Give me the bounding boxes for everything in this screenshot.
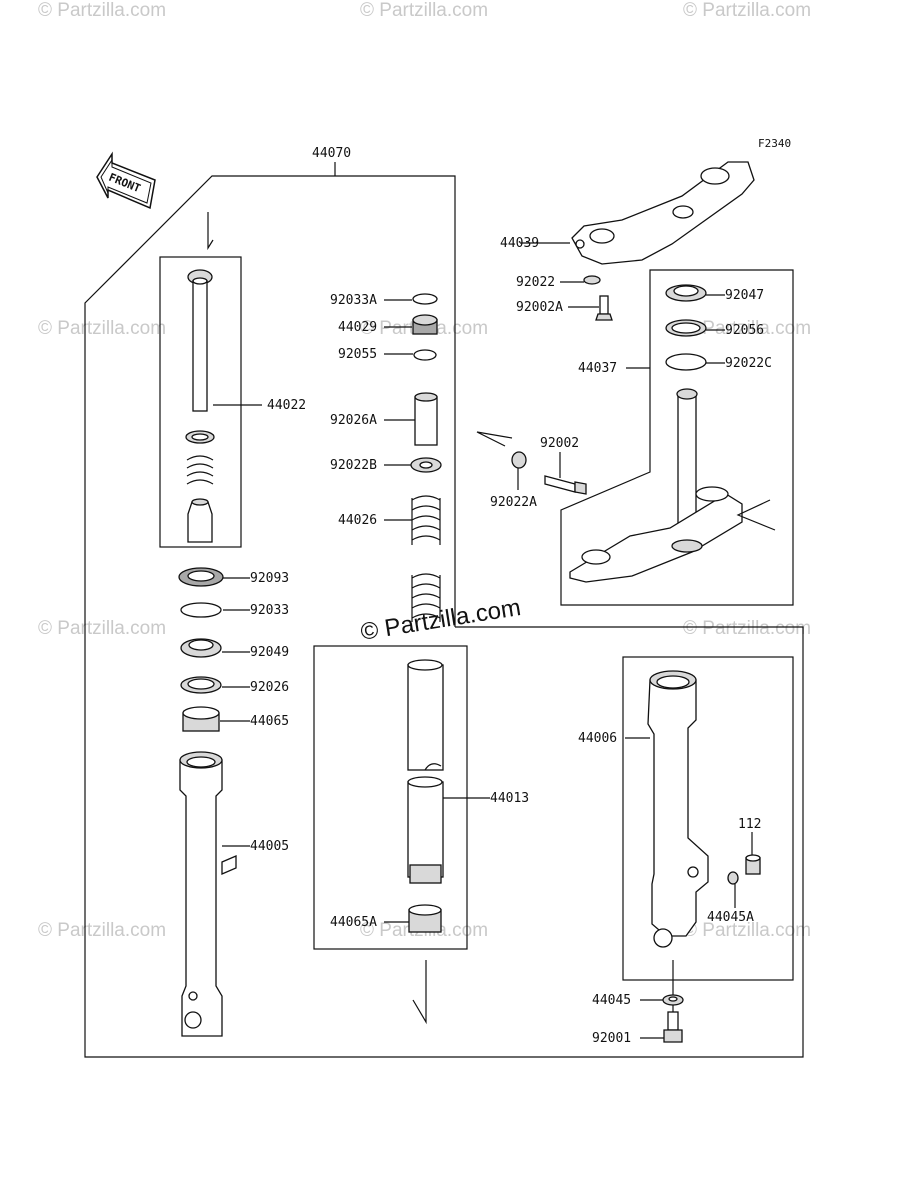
part-label-92001[interactable]: 92001	[592, 1031, 631, 1046]
part-label-92026A[interactable]: 92026A	[330, 413, 377, 428]
watermark: © Partzilla.com	[683, 318, 811, 339]
part-label-92033A[interactable]: 92033A	[330, 293, 377, 308]
part-label-44029[interactable]: 44029	[338, 320, 377, 335]
part-label-44037[interactable]: 44037	[578, 361, 617, 376]
watermark: © Partzilla.com	[38, 920, 166, 941]
left-seals: 92093 92033 92049 92026 44065	[178, 567, 289, 732]
part-label-44065A[interactable]: 44065A	[330, 915, 377, 930]
right-small-parts: 112 44045A	[707, 817, 761, 925]
right-outer-tube: 44006	[578, 670, 709, 948]
leader-line	[412, 960, 427, 1025]
part-label-92022[interactable]: 92022	[516, 275, 555, 290]
front-arrow-icon: FRONT	[96, 151, 156, 210]
stem-clamp-bolts: 92022A 92002	[476, 431, 587, 510]
watermark-center: © Partzilla.com	[359, 594, 523, 646]
watermark: © Partzilla.com	[38, 0, 166, 21]
inner-tube: 44013 44065A	[330, 659, 529, 933]
bottom-bolts: 44045 92001	[592, 960, 684, 1046]
damper-rod: 44022	[185, 269, 306, 543]
part-label-92022A[interactable]: 92022A	[490, 495, 537, 510]
watermark: © Partzilla.com	[38, 318, 166, 339]
part-label-92022B[interactable]: 92022B	[330, 458, 377, 473]
part-label-92002A[interactable]: 92002A	[516, 300, 563, 315]
watermark: © Partzilla.com	[683, 920, 811, 941]
part-label-92047[interactable]: 92047	[725, 288, 764, 303]
part-label-92002[interactable]: 92002	[540, 436, 579, 451]
watermark: © Partzilla.com	[38, 618, 166, 639]
part-label-112[interactable]: 112	[738, 817, 761, 832]
steering-stem-parts: 92047 92056 92022C 44037	[569, 284, 776, 583]
part-label-44045A[interactable]: 44045A	[707, 910, 754, 925]
part-label-92093[interactable]: 92093	[250, 571, 289, 586]
part-label-44005[interactable]: 44005	[250, 839, 289, 854]
part-label-44013[interactable]: 44013	[490, 791, 529, 806]
top-bolts: 92022 92002A	[516, 275, 613, 321]
part-label-44065[interactable]: 44065	[250, 714, 289, 729]
left-outer-tube: 44005	[179, 751, 289, 1037]
part-label-92056[interactable]: 92056	[725, 323, 764, 338]
watermark: © Partzilla.com	[683, 618, 811, 639]
part-label-44045[interactable]: 44045	[592, 993, 631, 1008]
top-bracket: 44039	[500, 161, 755, 265]
damper-rod-box	[159, 256, 242, 548]
part-label-92049[interactable]: 92049	[250, 645, 289, 660]
steering-stem-frame	[560, 269, 794, 606]
part-label-92022C[interactable]: 92022C	[725, 356, 772, 371]
part-label-92033[interactable]: 92033	[250, 603, 289, 618]
part-label-92026[interactable]: 92026	[250, 680, 289, 695]
diagram-code: F2340	[758, 137, 791, 150]
part-label-44022[interactable]: 44022	[267, 398, 306, 413]
part-label-92055[interactable]: 92055	[338, 347, 377, 362]
part-label-44006[interactable]: 44006	[578, 731, 617, 746]
watermark: © Partzilla.com	[683, 0, 811, 21]
part-label-44039[interactable]: 44039	[500, 236, 539, 251]
upper-fork-parts: 92033A 44029 92055 92026A 92022B 44026	[330, 293, 442, 622]
right-outer-tube-box	[622, 656, 794, 981]
watermark: © Partzilla.com	[360, 0, 488, 21]
part-label-44070[interactable]: 44070	[312, 146, 351, 161]
part-label-44026[interactable]: 44026	[338, 513, 377, 528]
fork-assembly-outline: 44070	[84, 146, 804, 1058]
